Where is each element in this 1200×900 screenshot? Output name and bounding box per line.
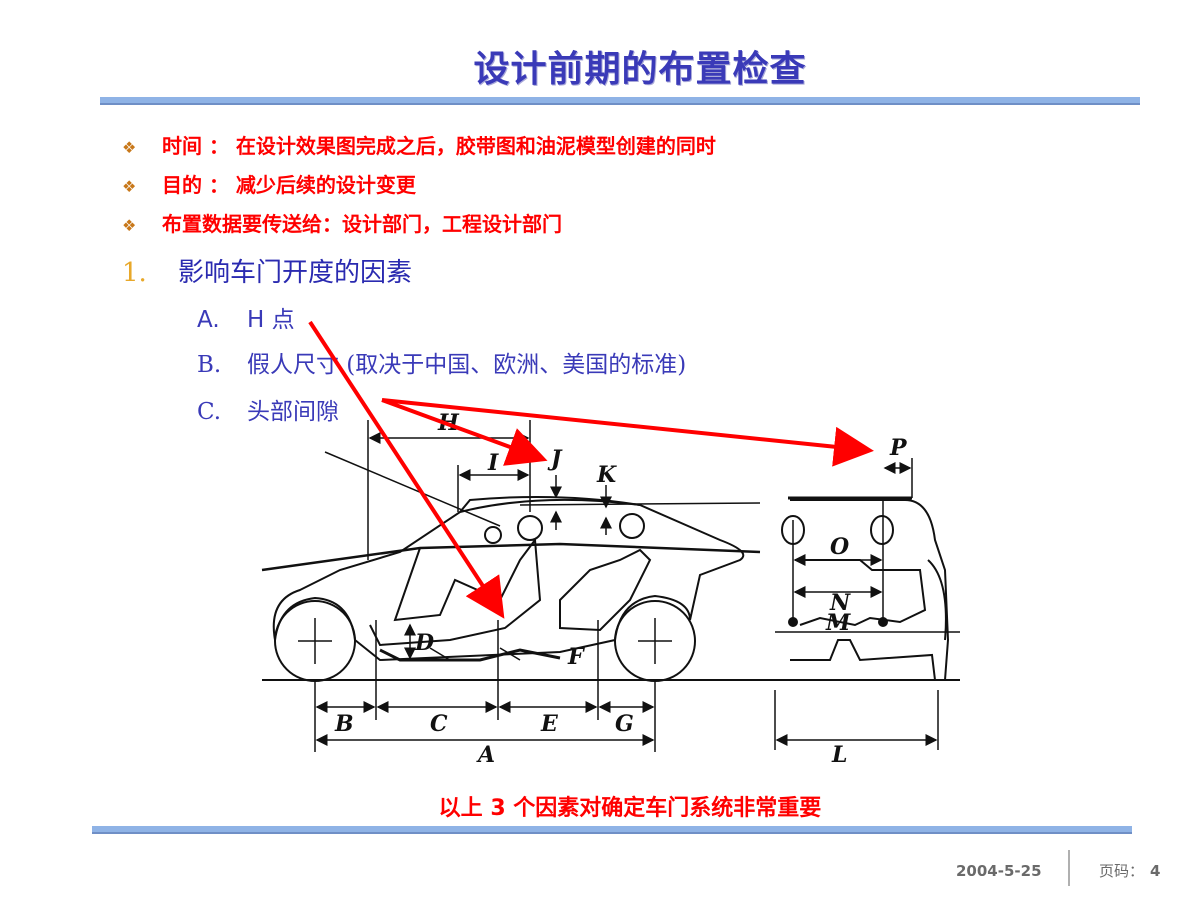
rear-view-dimensions xyxy=(774,458,960,750)
label-b: B xyxy=(334,711,354,737)
label-j: J xyxy=(547,446,563,472)
sub-item-dummy-size: B.假人尺寸 (取决于中国、欧洲、美国的标准) xyxy=(197,352,687,378)
page-number: 4 xyxy=(1150,862,1161,880)
footer-date: 2004-5-25 xyxy=(956,862,1042,880)
bullet-goal: ❖目的 ： 减少后续的设计变更 xyxy=(122,173,416,197)
sub-item-h-point: A.H 点 xyxy=(197,307,295,333)
sub-item-head-clearance: C.头部间隙 xyxy=(197,399,339,425)
diamond-cluster-icon: ❖ xyxy=(122,177,137,196)
footer-page: 页码：4 xyxy=(1099,862,1161,880)
label-n: N xyxy=(829,590,851,616)
callout-arrows xyxy=(308,320,874,619)
diamond-cluster-icon: ❖ xyxy=(122,216,137,235)
arrow-h-point xyxy=(308,320,505,619)
slide-title: 设计前期的布置检查 xyxy=(473,49,807,90)
footer-divider xyxy=(92,826,1132,834)
label-a: A xyxy=(476,742,495,768)
label-i: I xyxy=(487,450,499,476)
rear-head-circle xyxy=(619,513,645,539)
label-l: L xyxy=(831,742,847,768)
label-k: K xyxy=(596,462,617,488)
diagram-caption: 以上 3 个因素对确定车门系统非常重要 xyxy=(438,796,822,821)
front-head-circle xyxy=(517,515,543,541)
label-f: F xyxy=(567,644,585,670)
label-g: G xyxy=(615,711,634,737)
arrow-head-clearance-rear xyxy=(381,398,874,467)
label-p: P xyxy=(889,435,908,461)
bullet-recipients: ❖布置数据要传送给：设计部门，工程设计部门 xyxy=(122,212,562,236)
title-divider xyxy=(100,97,1140,105)
side-view-dimensions xyxy=(314,420,656,752)
arrow-head-clearance-front xyxy=(381,398,548,466)
rear-body-outline xyxy=(790,499,950,681)
label-m: M xyxy=(825,610,851,636)
car-rear-view xyxy=(781,496,950,681)
diamond-cluster-icon: ❖ xyxy=(122,138,137,157)
footer-separator xyxy=(1068,850,1070,886)
label-d: D xyxy=(414,630,434,656)
numbered-item-door-factors: 1.影响车门开度的因素 xyxy=(122,258,413,288)
label-c: C xyxy=(430,711,448,737)
label-o: O xyxy=(830,534,849,560)
label-e: E xyxy=(540,711,559,737)
bullet-time: ❖时间 ： 在设计效果图完成之后，胶带图和油泥模型创建的同时 xyxy=(122,134,716,158)
car-body-outline xyxy=(272,498,745,662)
